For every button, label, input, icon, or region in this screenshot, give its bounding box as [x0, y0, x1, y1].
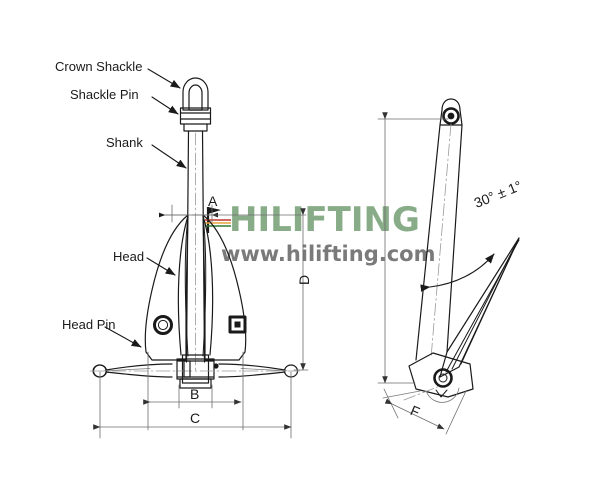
- callout-crown-shackle: Crown Shackle: [55, 59, 143, 74]
- dimension-label-d: D: [296, 274, 312, 285]
- callout-shank: Shank: [106, 135, 143, 150]
- callout-shackle-pin: Shackle Pin: [70, 87, 139, 102]
- dimension-label-a: A: [208, 193, 218, 209]
- callout-head: Head: [113, 249, 145, 264]
- dimension-label-c: C: [190, 410, 201, 426]
- dimension-label-b: B: [190, 386, 200, 402]
- callout-head-pin: Head Pin: [62, 317, 116, 332]
